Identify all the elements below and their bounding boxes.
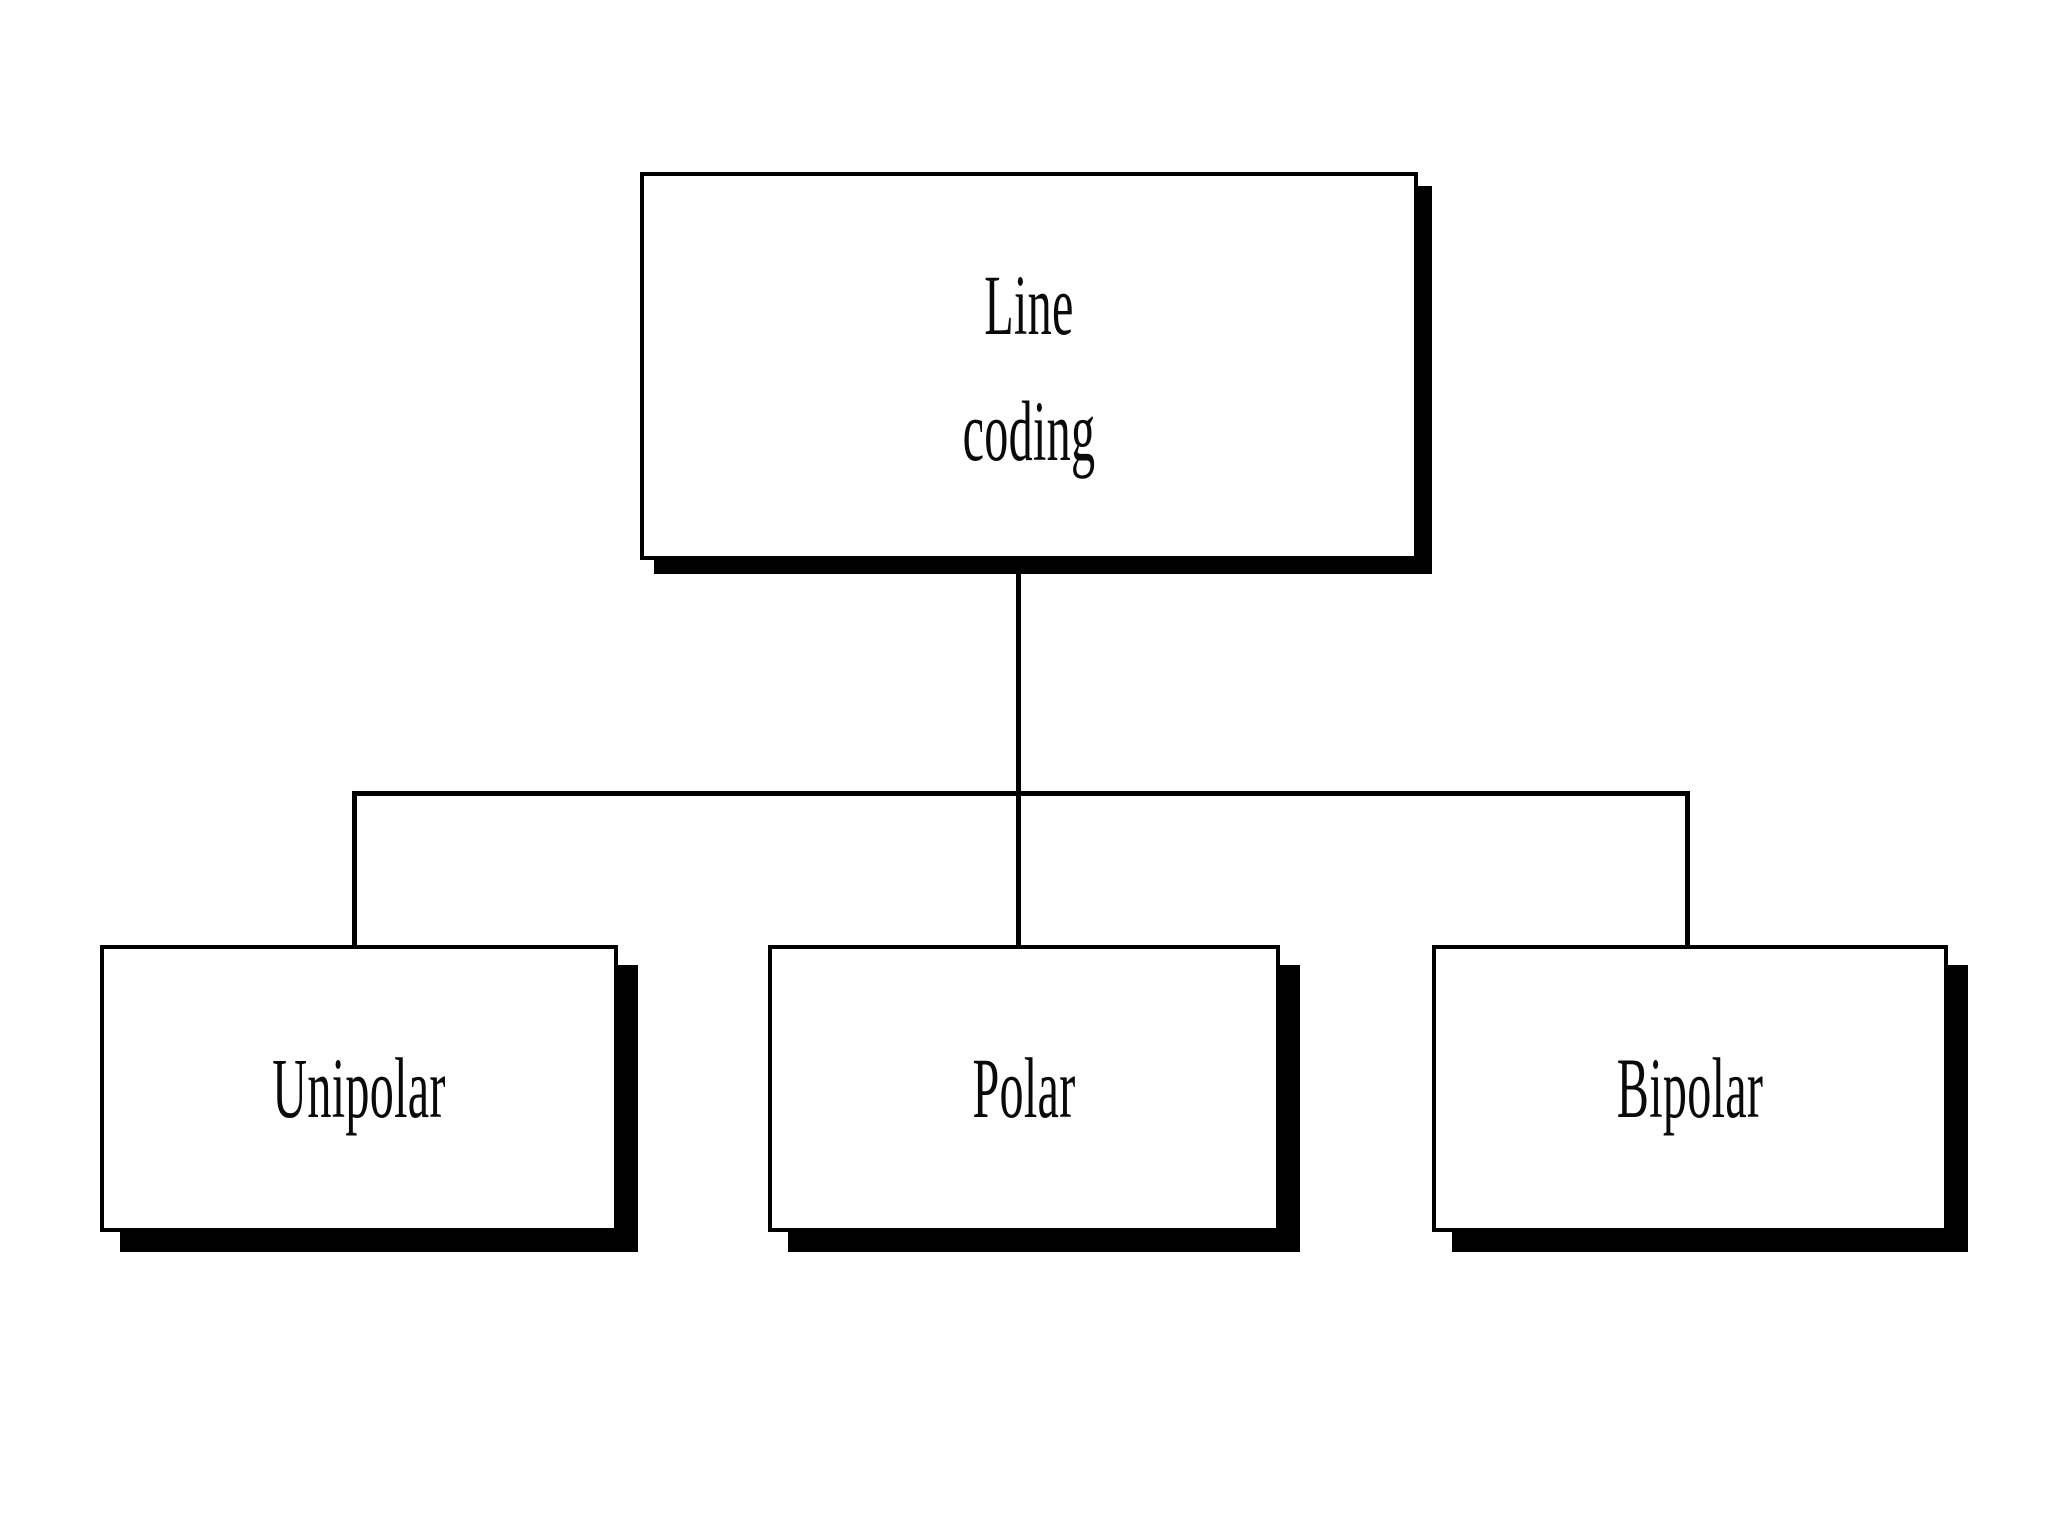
connector-root-to-bus (1016, 560, 1021, 796)
node-bipolar[interactable]: Bipolar (1432, 945, 1948, 1232)
node-unipolar-label: Unipolar (272, 1040, 446, 1136)
node-polar[interactable]: Polar (768, 945, 1280, 1232)
node-bipolar-label: Bipolar (1616, 1040, 1764, 1136)
node-line-coding-label-line1: Line (984, 257, 1074, 353)
node-polar-label: Polar (972, 1040, 1076, 1136)
connector-horizontal-bus (352, 791, 1690, 796)
connector-bus-to-unipolar (352, 791, 357, 947)
connector-bus-to-bipolar (1685, 791, 1690, 947)
node-unipolar[interactable]: Unipolar (100, 945, 618, 1232)
node-line-coding-label-line2: coding (962, 383, 1096, 479)
connector-bus-to-polar (1016, 791, 1021, 947)
node-line-coding[interactable]: Line coding (640, 172, 1418, 560)
